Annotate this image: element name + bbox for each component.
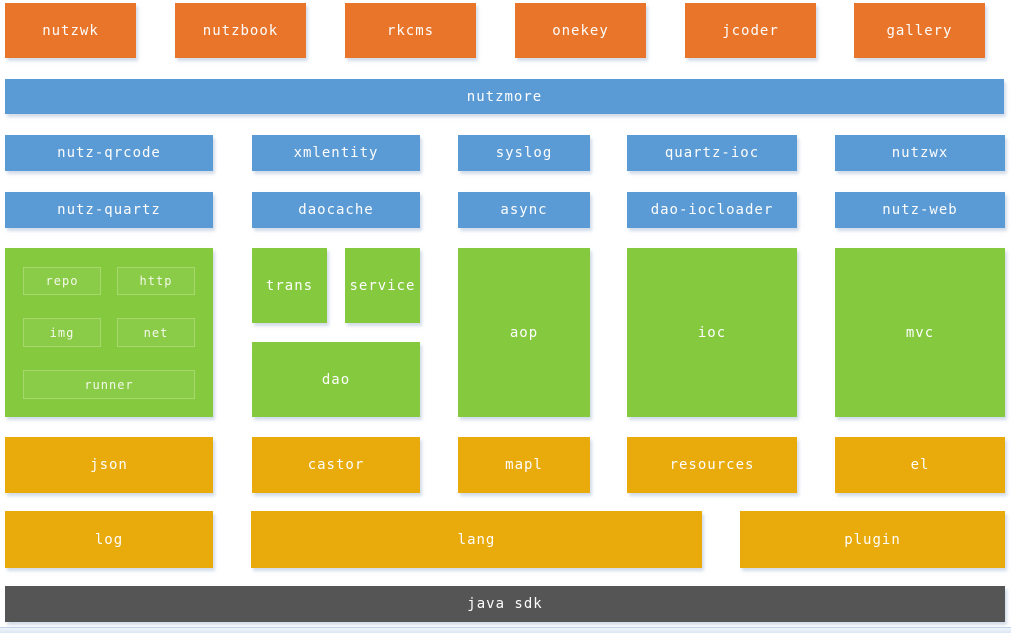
box-mapl: mapl: [458, 437, 590, 493]
box-gallery: gallery: [854, 3, 985, 58]
box-http: http: [117, 267, 195, 295]
box-quartz-ioc: quartz-ioc: [627, 135, 797, 171]
box-castor: castor: [252, 437, 420, 493]
box-dao: dao: [252, 342, 420, 417]
box-json: json: [5, 437, 213, 493]
box-mvc: mvc: [835, 248, 1005, 417]
box-service: service: [345, 248, 420, 323]
box-nutz-web: nutz-web: [835, 192, 1005, 228]
box-async: async: [458, 192, 590, 228]
bottom-cutoff-strip: [0, 627, 1011, 633]
box-onekey: onekey: [515, 3, 646, 58]
box-el: el: [835, 437, 1005, 493]
box-rkcms: rkcms: [345, 3, 476, 58]
box-resources: resources: [627, 437, 797, 493]
box-syslog: syslog: [458, 135, 590, 171]
box-img: img: [23, 318, 101, 347]
box-daocache: daocache: [252, 192, 420, 228]
box-lang: lang: [251, 511, 702, 568]
box-nutzbook: nutzbook: [175, 3, 306, 58]
box-java-sdk: java sdk: [5, 586, 1005, 622]
box-trans: trans: [252, 248, 327, 323]
box-log: log: [5, 511, 213, 568]
box-repo: repo: [23, 267, 101, 295]
box-jcoder: jcoder: [685, 3, 816, 58]
box-aop: aop: [458, 248, 590, 417]
box-net: net: [117, 318, 195, 347]
box-nutzwk: nutzwk: [5, 3, 136, 58]
box-tools-container: repo http img net runner: [5, 248, 213, 417]
box-xmlentity: xmlentity: [252, 135, 420, 171]
box-nutz-quartz: nutz-quartz: [5, 192, 213, 228]
box-ioc: ioc: [627, 248, 797, 417]
box-nutzwx: nutzwx: [835, 135, 1005, 171]
box-nutzmore: nutzmore: [5, 79, 1004, 114]
box-dao-iocloader: dao-iocloader: [627, 192, 797, 228]
box-nutz-qrcode: nutz-qrcode: [5, 135, 213, 171]
box-plugin: plugin: [740, 511, 1005, 568]
box-runner: runner: [23, 370, 195, 399]
